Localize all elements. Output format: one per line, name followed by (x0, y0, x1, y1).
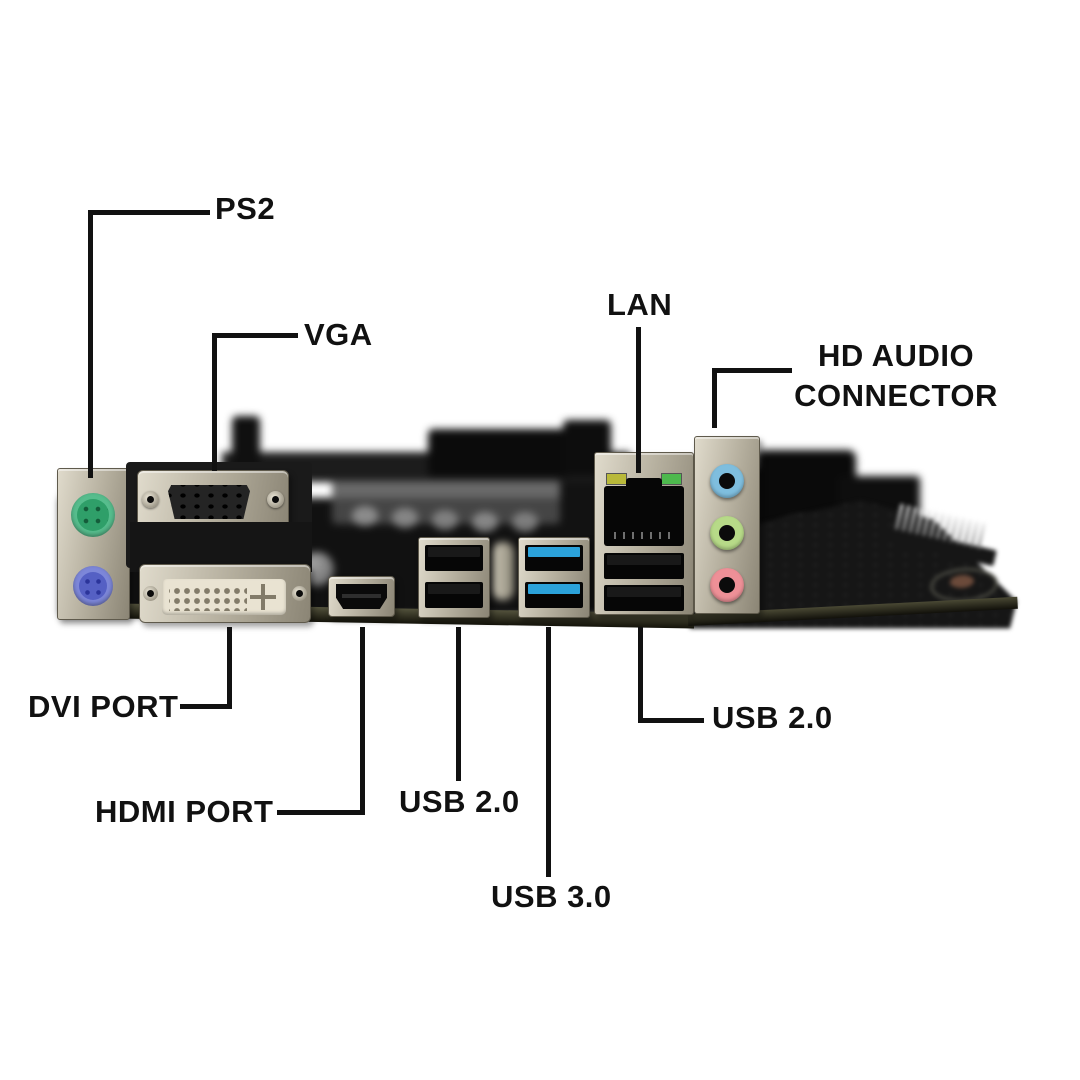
usb3-port-top (525, 545, 583, 571)
dvi-analog-cross (250, 584, 276, 610)
hd-audio-callout-line-v (712, 368, 717, 428)
usb2-port-bottom (425, 582, 483, 608)
audio-jack-line-in (710, 464, 744, 498)
hdmi-opening (336, 584, 387, 609)
usb2-right-callout-line-h (638, 718, 704, 723)
hdmi-label: HDMI PORT (95, 794, 274, 829)
ps2-block (57, 468, 130, 620)
hdmi-callout-line-v (360, 627, 365, 815)
hd-audio-label-line2: CONNECTOR (794, 378, 998, 413)
ps2-mouse-port (73, 566, 113, 606)
hd-audio-label: HD AUDIO CONNECTOR (780, 336, 1012, 416)
lan-rj45-port (604, 478, 684, 546)
usb3-port-bottom (525, 582, 583, 608)
usb3-tongue (528, 584, 580, 594)
capacitor-blur (432, 510, 458, 530)
lan-usb2-port-bottom (604, 585, 684, 611)
lan-block (594, 452, 694, 615)
capacitor-blur (392, 508, 418, 528)
lan-label: LAN (607, 287, 673, 322)
vga-callout-line-h (212, 333, 298, 338)
dvi-screw-right (292, 586, 307, 601)
usb2-tongue (607, 555, 681, 565)
hdmi-port (328, 576, 395, 617)
usb3-label: USB 3.0 (491, 879, 612, 914)
atx-connector-silhouette (428, 429, 570, 477)
rj45-tab-notch (626, 478, 662, 488)
hd-audio-block (694, 436, 760, 614)
lan-callout-line-v (636, 327, 641, 473)
usb2-tongue (428, 584, 480, 594)
hdmi-callout-line-h (277, 810, 365, 815)
vga-screw-right (267, 491, 284, 508)
dvi-screw-hole (147, 590, 154, 597)
vga-dsub (168, 485, 250, 519)
ps2-label: PS2 (215, 191, 276, 226)
usb3-callout-line-v (546, 627, 551, 877)
vga-screw-hole (147, 496, 154, 503)
vga-screw-left (142, 491, 159, 508)
capacitor-cylinder-blur (492, 542, 514, 600)
lan-usb2-port-top (604, 553, 684, 579)
capacitor-blur (512, 512, 538, 532)
dvi-mount (130, 522, 312, 572)
vga-callout-line-v (212, 333, 217, 471)
usb2-mid-label: USB 2.0 (399, 784, 520, 819)
usb2-tongue (428, 547, 480, 557)
capacitor-blur (352, 506, 378, 526)
ps2-keyboard-pins (77, 499, 109, 531)
audio-jack-mic (710, 568, 744, 602)
lan-led-green (661, 473, 682, 485)
dvi-digital-pins (169, 584, 247, 611)
usb2-tongue (607, 587, 681, 597)
vga-screw-hole (272, 496, 279, 503)
usb2-right-callout-line-v (638, 627, 643, 723)
audio-jack-line-out (710, 516, 744, 550)
rj45-contacts (614, 532, 674, 539)
vga-label: VGA (304, 317, 373, 352)
usb3-tongue (528, 547, 580, 557)
ps2-keyboard-port (71, 493, 115, 537)
usb2-port-top (425, 545, 483, 571)
lan-led-yellow (606, 473, 627, 485)
usb2-mid-callout-line-v (456, 627, 461, 781)
header-pin (976, 522, 986, 549)
usb2-stack (418, 537, 490, 618)
dvi-callout-line-h (180, 704, 232, 709)
dvi-port (139, 564, 311, 623)
dvi-label: DVI PORT (28, 689, 179, 724)
vga-port (137, 470, 289, 530)
dvi-screw-left (143, 586, 158, 601)
usb3-stack (518, 537, 590, 618)
dvi-screw-hole (296, 590, 303, 597)
dvi-callout-line-v (227, 627, 232, 709)
hd-audio-callout-line-h (712, 368, 792, 373)
ps2-callout-line-h (88, 210, 210, 215)
ps2-mouse-pins (79, 572, 107, 600)
usb2-right-label: USB 2.0 (712, 700, 833, 735)
dvi-connector (162, 579, 286, 615)
hd-audio-label-line1: HD AUDIO (817, 338, 975, 373)
ps2-callout-line-v (88, 210, 93, 478)
hdmi-tongue (342, 594, 381, 598)
capacitor-blur (472, 512, 498, 532)
